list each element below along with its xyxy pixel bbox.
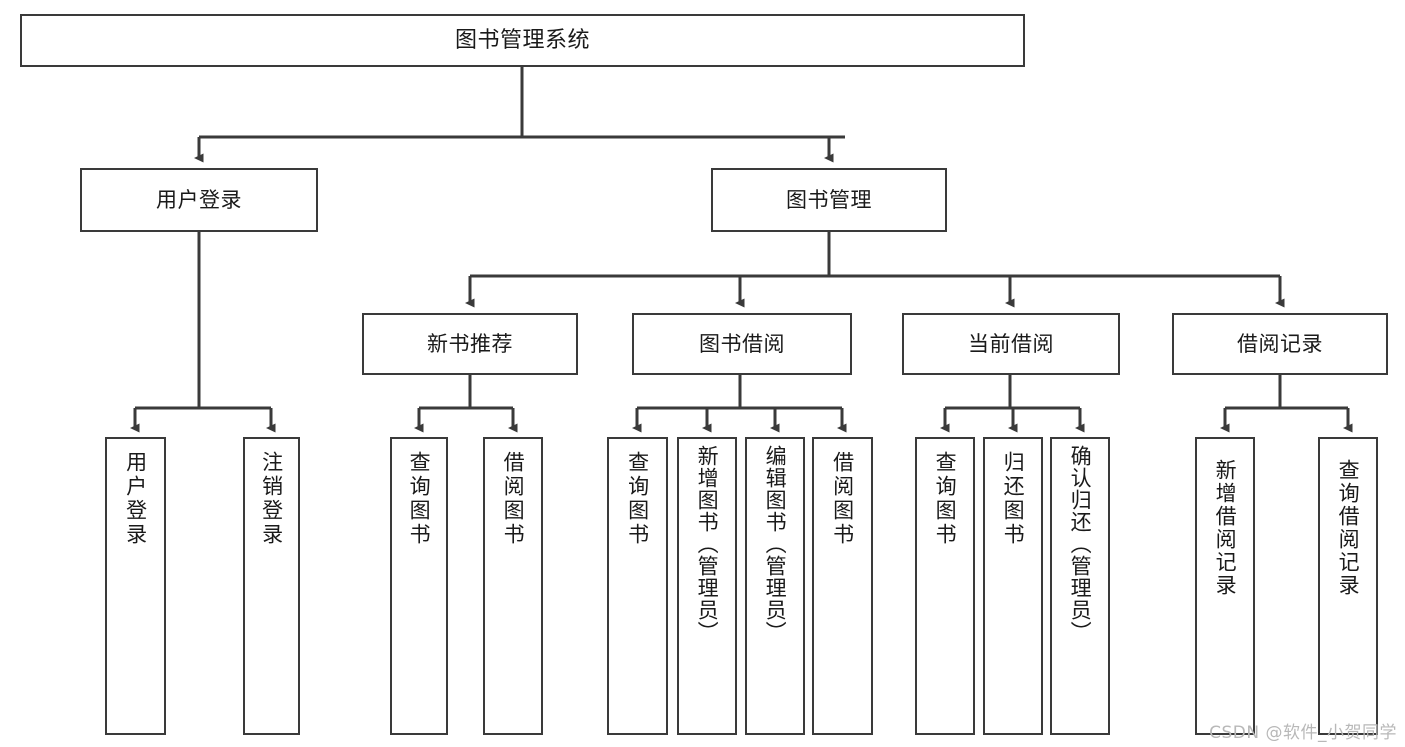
node-leaf-return-book[interactable]: 归还图书 [983, 437, 1043, 735]
edges-newbook-to-leaves [414, 375, 518, 433]
node-leaf-borrow-book-2-label: 借阅图书 [830, 451, 855, 547]
node-leaf-edit-book-label: 编辑图书（管理员） [763, 445, 788, 643]
node-leaf-query-book-3-label: 查询图书 [933, 451, 958, 547]
edges-bookborrow-to-leaves [632, 375, 847, 433]
node-leaf-user-logout[interactable]: 注销登录 [243, 437, 300, 735]
node-book-borrow[interactable]: 图书借阅 [632, 313, 852, 375]
node-leaf-query-book-1-label: 查询图书 [407, 451, 432, 547]
node-leaf-query-record-label: 查询借阅记录 [1336, 459, 1361, 597]
node-leaf-borrow-book-1[interactable]: 借阅图书 [483, 437, 543, 735]
node-leaf-query-book-2-label: 查询图书 [625, 451, 650, 547]
node-current-borrow[interactable]: 当前借阅 [902, 313, 1120, 375]
node-new-book-rec[interactable]: 新书推荐 [362, 313, 578, 375]
edges-root-to-level2 [194, 67, 845, 163]
node-leaf-add-book-label: 新增图书（管理员） [695, 445, 720, 643]
node-leaf-add-book[interactable]: 新增图书（管理员） [677, 437, 737, 735]
node-leaf-return-book-label: 归还图书 [1001, 451, 1026, 547]
csdn-watermark: CSDN @软件_小贺同学 [1209, 723, 1397, 743]
node-new-book-rec-label: 新书推荐 [427, 331, 513, 356]
node-leaf-confirm-return[interactable]: 确认归还（管理员） [1050, 437, 1110, 735]
node-root-label: 图书管理系统 [454, 27, 590, 53]
node-leaf-query-book-1[interactable]: 查询图书 [390, 437, 448, 735]
node-user-login-label: 用户登录 [156, 187, 242, 212]
node-borrow-record[interactable]: 借阅记录 [1172, 313, 1388, 375]
node-leaf-user-logout-label: 注销登录 [259, 451, 284, 547]
node-current-borrow-label: 当前借阅 [968, 331, 1054, 356]
node-leaf-query-book-3[interactable]: 查询图书 [915, 437, 975, 735]
node-leaf-confirm-return-label: 确认归还（管理员） [1068, 445, 1093, 643]
edges-currentborrow-to-leaves [940, 375, 1085, 433]
node-user-login[interactable]: 用户登录 [80, 168, 318, 232]
node-leaf-add-record-label: 新增借阅记录 [1213, 459, 1238, 597]
edges-borrowrecord-to-leaves [1220, 375, 1353, 433]
node-book-manage-label: 图书管理 [786, 187, 872, 212]
node-root[interactable]: 图书管理系统 [20, 14, 1025, 67]
node-book-borrow-label: 图书借阅 [699, 331, 785, 356]
node-book-manage[interactable]: 图书管理 [711, 168, 947, 232]
node-leaf-edit-book[interactable]: 编辑图书（管理员） [745, 437, 805, 735]
edges-bookmanage-to-level3 [465, 232, 1285, 308]
node-leaf-borrow-book-1-label: 借阅图书 [501, 451, 526, 547]
node-leaf-user-login-label: 用户登录 [123, 451, 148, 547]
node-leaf-user-login[interactable]: 用户登录 [105, 437, 166, 735]
node-borrow-record-label: 借阅记录 [1237, 331, 1323, 356]
node-leaf-borrow-book-2[interactable]: 借阅图书 [812, 437, 873, 735]
node-leaf-query-book-2[interactable]: 查询图书 [607, 437, 668, 735]
node-leaf-add-record[interactable]: 新增借阅记录 [1195, 437, 1255, 735]
node-leaf-query-record[interactable]: 查询借阅记录 [1318, 437, 1378, 735]
edges-userlogin-to-leaves [130, 232, 276, 433]
